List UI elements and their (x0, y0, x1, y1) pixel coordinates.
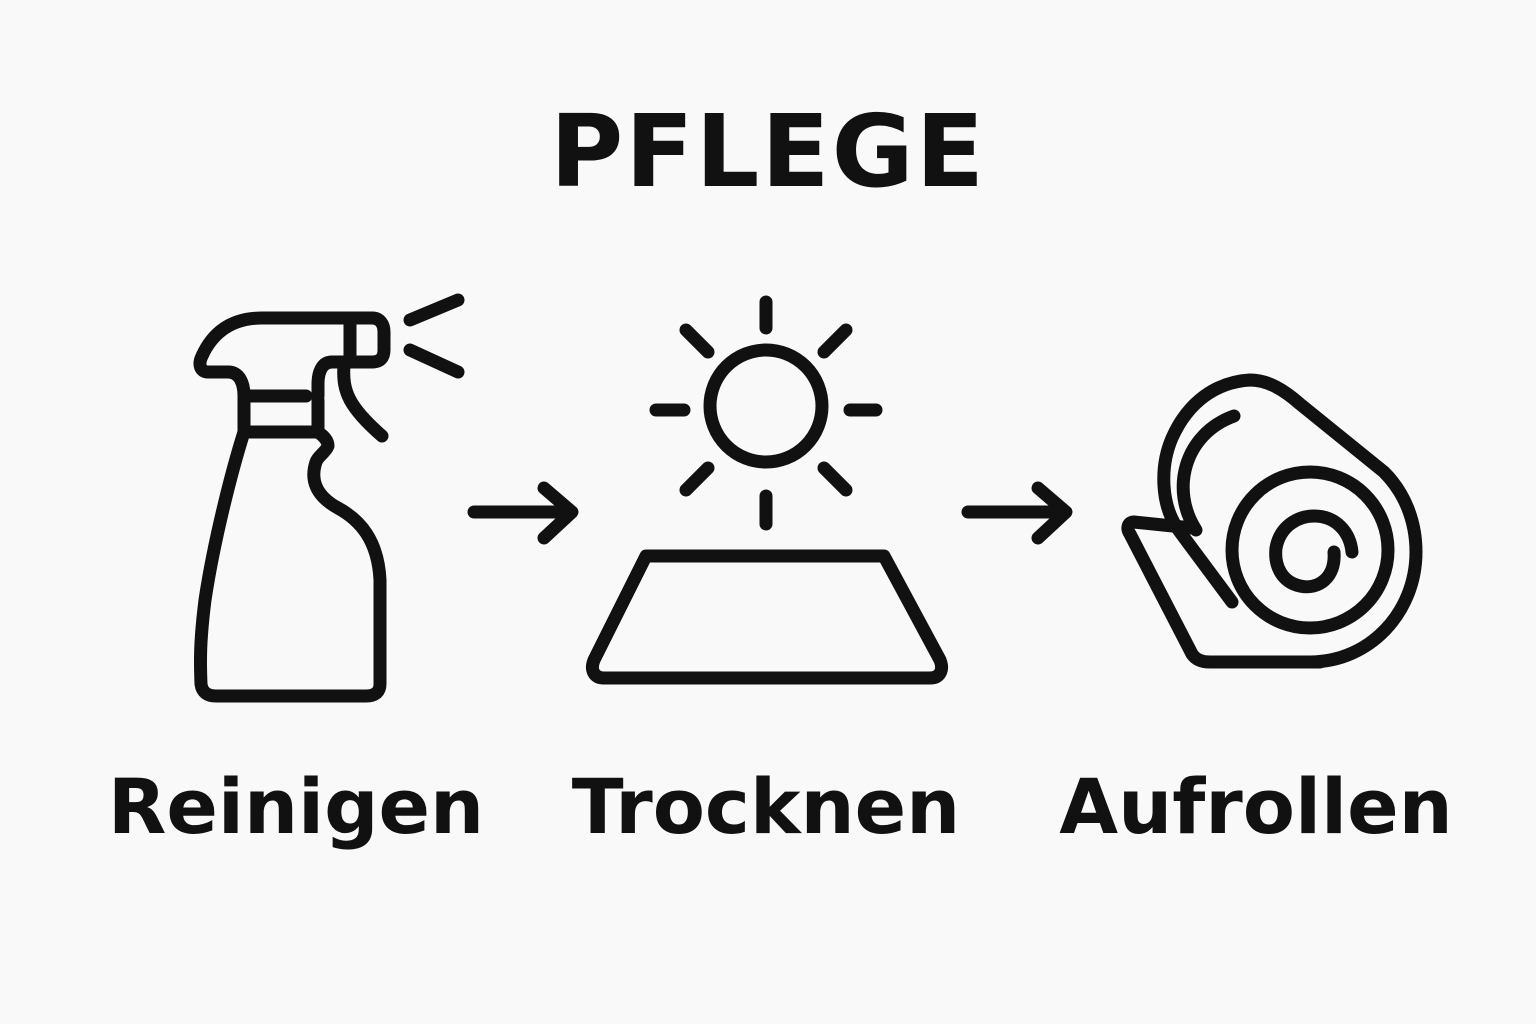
step-label-reinigen: Reinigen (107, 762, 485, 851)
sun-over-mat-icon (585, 295, 949, 685)
step-label-aufrollen: Aufrollen (1059, 762, 1453, 851)
diagram-title: PFLEGE (549, 93, 987, 210)
rolled-mat-icon (1121, 373, 1423, 669)
spray-bottle-icon (193, 293, 465, 703)
arrow-right-icon (961, 481, 1073, 545)
arrow-right-icon (467, 481, 579, 545)
step-label-trocknen: Trocknen (571, 762, 961, 851)
